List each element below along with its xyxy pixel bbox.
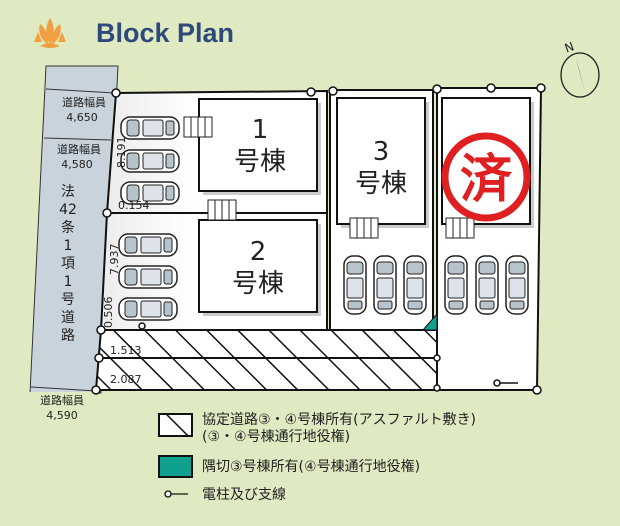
dimension-label: 8.191 xyxy=(115,137,128,169)
svg-text:1: 1 xyxy=(64,238,73,254)
svg-text:路: 路 xyxy=(61,328,75,344)
legend-text: 隅切③号棟所有(④号棟通行地役権) xyxy=(202,458,420,475)
page-title: Block Plan xyxy=(96,18,234,48)
svg-text:号: 号 xyxy=(61,292,75,308)
svg-text:項: 項 xyxy=(61,256,75,272)
agreement-road xyxy=(94,329,438,391)
utility-pole-icons xyxy=(91,83,546,395)
building-4: 済 xyxy=(441,97,534,239)
legend-text: 電柱及び支線 xyxy=(202,487,286,503)
sold-stamp: 済 xyxy=(441,132,531,222)
legend-text: (③・④号棟通行地役権) xyxy=(202,428,350,445)
road-width-value: 4,590 xyxy=(46,409,78,422)
pole-icon xyxy=(164,490,188,498)
compass-north-label: N xyxy=(563,39,576,55)
road-width-value: 4,650 xyxy=(66,111,98,124)
building-3: 3 号棟 xyxy=(336,97,429,239)
legend: 協定道路③・④号棟所有(アスファルト敷き) (③・④号棟通行地役権) 隅切③号棟… xyxy=(158,412,476,503)
dimension-label: 2.087 xyxy=(110,373,142,386)
building-1: 1 号棟 xyxy=(183,98,321,195)
svg-text:号棟: 号棟 xyxy=(355,169,407,199)
road-name: 法 42 条 1 項 1 号 道 路 xyxy=(59,184,77,344)
dimension-label: 7.937 xyxy=(108,244,121,276)
dimension-label: 0.154 xyxy=(118,199,150,212)
public-road xyxy=(29,65,119,394)
svg-text:道: 道 xyxy=(61,310,75,326)
legend-text: 協定道路③・④号棟所有(アスファルト敷き) xyxy=(202,412,476,428)
svg-text:3: 3 xyxy=(373,137,390,167)
legend-swatch-hatch xyxy=(158,413,193,437)
svg-text:済: 済 xyxy=(460,150,513,210)
svg-text:2: 2 xyxy=(250,237,267,267)
lotus-icon xyxy=(34,18,66,48)
corner-cut xyxy=(421,312,438,331)
road-width-label: 道路幅員 xyxy=(62,95,106,109)
road-width-label: 道路幅員 xyxy=(57,142,101,156)
svg-text:1: 1 xyxy=(252,115,269,145)
svg-text:号棟: 号棟 xyxy=(234,147,286,177)
legend-swatch-corner-cut xyxy=(158,455,193,478)
dimension-label: 1.513 xyxy=(110,344,142,357)
svg-text:42: 42 xyxy=(59,202,77,218)
road-width-label: 道路幅員 xyxy=(40,393,84,407)
svg-text:法: 法 xyxy=(61,184,75,200)
svg-text:号棟: 号棟 xyxy=(232,269,284,299)
svg-text:1: 1 xyxy=(64,274,73,290)
north-compass-icon: N xyxy=(560,39,600,98)
svg-text:条: 条 xyxy=(61,219,75,236)
road-width-value: 4,580 xyxy=(61,158,93,171)
building-2: 2 号棟 xyxy=(198,199,321,316)
dimension-label: 0.506 xyxy=(102,297,115,329)
